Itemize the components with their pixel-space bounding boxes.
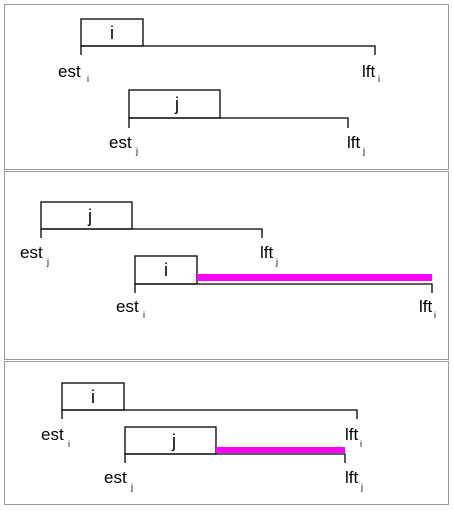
lft-i-subscript: i: [434, 310, 436, 320]
est-j-subscript: j: [46, 257, 49, 267]
activity-j-label: j: [87, 206, 92, 226]
activity-i-label: i: [110, 23, 114, 43]
lft-i-subscript: i: [378, 74, 380, 84]
lft-j-label: lft: [347, 133, 361, 152]
slack-bar: [216, 447, 345, 453]
lft-i-label: lft: [345, 425, 359, 444]
activity-j-window: [124, 453, 346, 463]
activity-i-box: [134, 255, 198, 285]
est-j-label: est: [20, 243, 43, 262]
lft-i-label: lft: [362, 62, 376, 81]
lft-i-subscript: i: [360, 439, 362, 449]
est-i-subscript: i: [87, 74, 89, 84]
activity-j-box: [40, 201, 133, 230]
lft-j-subscript: j: [275, 257, 278, 267]
lft-j-label: lft: [345, 468, 359, 487]
activity-i-window: [61, 409, 358, 419]
panel-3-border: [4, 361, 449, 505]
panel-1: i est i lft i j est j lft j: [58, 18, 380, 156]
slack-bar: [197, 274, 432, 281]
activity-i-label: i: [164, 260, 168, 280]
panel-1-border: [4, 4, 449, 170]
lft-j-label: lft: [260, 243, 274, 262]
est-j-subscript: j: [130, 482, 133, 492]
activity-j-window: [40, 228, 263, 238]
panel-2: j est j lft j i est i lft i: [20, 201, 436, 320]
est-i-label: est: [41, 425, 64, 444]
activity-j-box: [124, 426, 217, 455]
panel-2-border: [4, 171, 449, 360]
est-i-subscript: i: [143, 310, 145, 320]
activity-j-label: j: [174, 94, 179, 114]
activity-i-window: [134, 283, 433, 293]
activity-i-window: [80, 45, 376, 55]
activity-i-label: i: [91, 387, 95, 407]
est-j-label: est: [109, 133, 132, 152]
est-i-label: est: [58, 62, 81, 81]
activity-j-label: j: [171, 431, 176, 451]
est-i-label: est: [116, 297, 139, 316]
est-j-label: est: [104, 468, 127, 487]
est-j-subscript: j: [135, 146, 138, 156]
est-i-subscript: i: [68, 439, 70, 449]
lft-j-subscript: j: [360, 482, 363, 492]
lft-i-label: lft: [419, 297, 433, 316]
activity-j-window: [128, 117, 349, 128]
panel-3: i est i lft i j est j lft j: [41, 382, 363, 492]
lft-j-subscript: j: [362, 146, 365, 156]
activity-i-box: [61, 382, 125, 411]
